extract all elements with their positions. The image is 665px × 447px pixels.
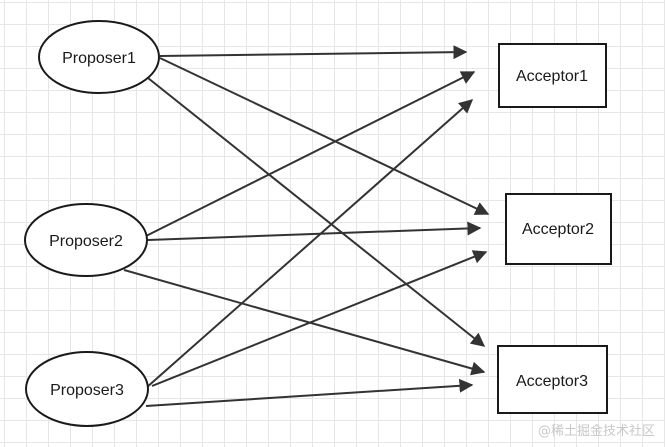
node-acceptor1: Acceptor1 (498, 43, 607, 108)
proposer1-label: Proposer1 (62, 50, 136, 67)
edge-proposer1-acceptor3 (147, 77, 486, 347)
proposer3-label: Proposer3 (50, 382, 124, 399)
proposer2-label: Proposer2 (49, 233, 123, 250)
edge-proposer3-acceptor3 (145, 378, 474, 407)
edge-proposer1-acceptor1 (159, 45, 468, 60)
edge-group (123, 45, 490, 407)
acceptor1-label: Acceptor1 (516, 68, 588, 85)
node-acceptor3: Acceptor3 (497, 345, 608, 414)
edge-proposer2-acceptor1 (145, 71, 476, 237)
acceptor3-label: Acceptor3 (516, 373, 588, 390)
watermark-text: @稀土掘金技术社区 (537, 424, 655, 439)
acceptor2-label: Acceptor2 (522, 221, 594, 238)
node-proposer3: Proposer3 (25, 351, 149, 427)
node-acceptor2: Acceptor2 (505, 193, 612, 265)
acceptor1-shape (498, 43, 607, 108)
edge-proposer2-acceptor2 (147, 221, 482, 241)
edge-proposer2-acceptor3 (123, 269, 486, 376)
proposer2-shape (24, 203, 148, 277)
proposer3-shape (25, 351, 149, 427)
acceptor3-shape (497, 345, 608, 414)
edge-proposer3-acceptor1 (145, 99, 474, 389)
edge-proposer3-acceptor2 (151, 250, 488, 387)
node-proposer2: Proposer2 (24, 203, 148, 277)
node-proposer1: Proposer1 (38, 20, 160, 94)
acceptor2-shape (505, 193, 612, 265)
edge-proposer1-acceptor2 (159, 57, 490, 215)
proposer1-shape (38, 20, 160, 94)
